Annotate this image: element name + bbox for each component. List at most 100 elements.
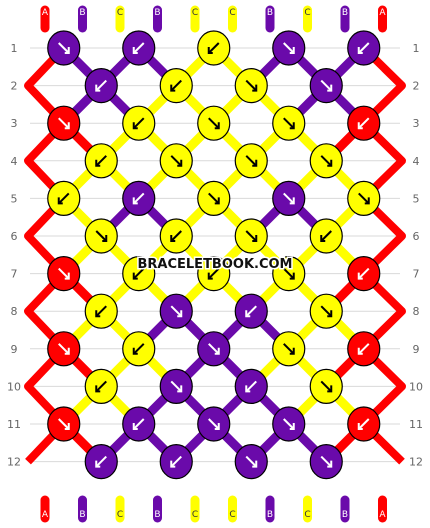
knot — [197, 406, 231, 442]
knot — [234, 218, 268, 254]
knot-arrow-head-icon — [207, 47, 213, 54]
knot — [122, 105, 156, 141]
bottom-string-label: B — [154, 510, 160, 520]
knot-arrow-head-icon — [95, 159, 101, 167]
knot — [122, 180, 156, 216]
knot-arrow-icon — [170, 305, 182, 317]
knot-arrow-icon — [320, 455, 332, 468]
knot-arrow-head-icon — [214, 197, 220, 205]
knot — [159, 444, 193, 480]
knot-arrow-icon — [320, 79, 332, 92]
knot-arrow-head-icon — [289, 197, 295, 205]
knot — [197, 256, 231, 292]
top-string-label: B — [154, 8, 160, 18]
knot — [84, 218, 118, 254]
knot-arrow-head-icon — [57, 197, 63, 205]
knot-arrow-icon — [358, 267, 370, 280]
knot-arrow-icon — [58, 418, 70, 430]
knot-arrow-head-icon — [252, 235, 258, 242]
row-number-label: 6 — [413, 230, 420, 243]
knot-arrow-icon — [58, 192, 70, 205]
top-string-label: C — [304, 8, 310, 18]
top-string-label: B — [342, 8, 348, 18]
knot — [234, 293, 268, 329]
knot-arrow-head-icon — [132, 423, 138, 430]
knot-arrow-head-icon — [102, 235, 108, 242]
knot-arrow-head-icon — [177, 310, 183, 318]
knot-arrow-icon — [95, 380, 107, 393]
knot — [197, 105, 231, 141]
knot — [159, 293, 193, 329]
knot-arrow-icon — [358, 192, 370, 205]
top-string-label: A — [379, 8, 386, 18]
knot — [47, 256, 81, 292]
knot-arrow-head-icon — [95, 460, 101, 468]
knot-arrow-icon — [170, 380, 182, 393]
knot-arrow-icon — [170, 155, 182, 167]
knot-arrow-icon — [245, 230, 257, 242]
bottom-string-label: B — [79, 510, 85, 520]
knot — [84, 444, 118, 480]
knot-arrow-head-icon — [357, 347, 363, 355]
bottom-string-label: A — [42, 510, 49, 520]
knot — [234, 368, 268, 404]
knot — [347, 30, 381, 66]
knot-arrow-head-icon — [327, 159, 333, 167]
knot-arrow-icon — [208, 267, 220, 280]
knot-arrow-icon — [283, 267, 295, 280]
knot-arrow-icon — [283, 418, 295, 430]
knot — [47, 180, 81, 216]
knot — [309, 67, 343, 104]
knots — [47, 30, 381, 480]
knot-arrow-head-icon — [289, 272, 295, 280]
knot-arrow-icon — [133, 418, 145, 430]
knot — [84, 293, 118, 329]
row-number-label: 2 — [11, 80, 18, 93]
knot-arrow-icon — [133, 192, 145, 205]
knot — [272, 406, 306, 442]
knot-arrow-head-icon — [327, 460, 333, 468]
knot-arrow-icon — [283, 42, 295, 54]
knot — [47, 105, 81, 141]
knot-arrow-icon — [358, 418, 370, 430]
knot — [309, 293, 343, 329]
knot — [234, 67, 268, 104]
knot-arrow-icon — [208, 418, 220, 430]
knot — [84, 67, 118, 104]
knot-arrow-icon — [320, 380, 332, 393]
knot-arrow-head-icon — [132, 347, 138, 355]
knot — [84, 368, 118, 404]
knot-arrow-icon — [283, 117, 295, 129]
row-number-label: 9 — [413, 343, 420, 356]
row-number-label: 9 — [11, 343, 18, 356]
top-string-label: A — [42, 8, 49, 18]
knot — [309, 368, 343, 404]
knot — [197, 30, 231, 66]
bottom-string-label: B — [342, 510, 348, 520]
knot-arrow-head-icon — [357, 47, 363, 54]
row-number-label: 5 — [11, 192, 18, 205]
knot-arrow-head-icon — [132, 122, 138, 130]
knot-arrow-icon — [170, 79, 182, 92]
knot-arrow-icon — [170, 230, 182, 242]
knot-arrow-icon — [245, 79, 257, 92]
knot-arrow-icon — [58, 267, 70, 280]
knot — [272, 30, 306, 66]
bottom-string-label: C — [304, 510, 310, 520]
knot-arrow-head-icon — [245, 310, 251, 318]
knot-arrow-icon — [358, 343, 370, 355]
knot-arrow-head-icon — [95, 84, 101, 92]
knot — [309, 143, 343, 179]
row-number-label: 11 — [409, 418, 423, 431]
knot — [309, 218, 343, 254]
knot-arrow-icon — [133, 117, 145, 129]
row-number-label: 4 — [413, 155, 420, 168]
knot — [47, 30, 81, 66]
knot-arrow-head-icon — [64, 122, 70, 130]
knot-arrow-head-icon — [214, 347, 220, 355]
knot-arrow-head-icon — [64, 423, 70, 430]
row-number-label: 1 — [11, 42, 18, 55]
knot-arrow-icon — [170, 455, 182, 468]
knot-arrow-icon — [95, 155, 107, 167]
